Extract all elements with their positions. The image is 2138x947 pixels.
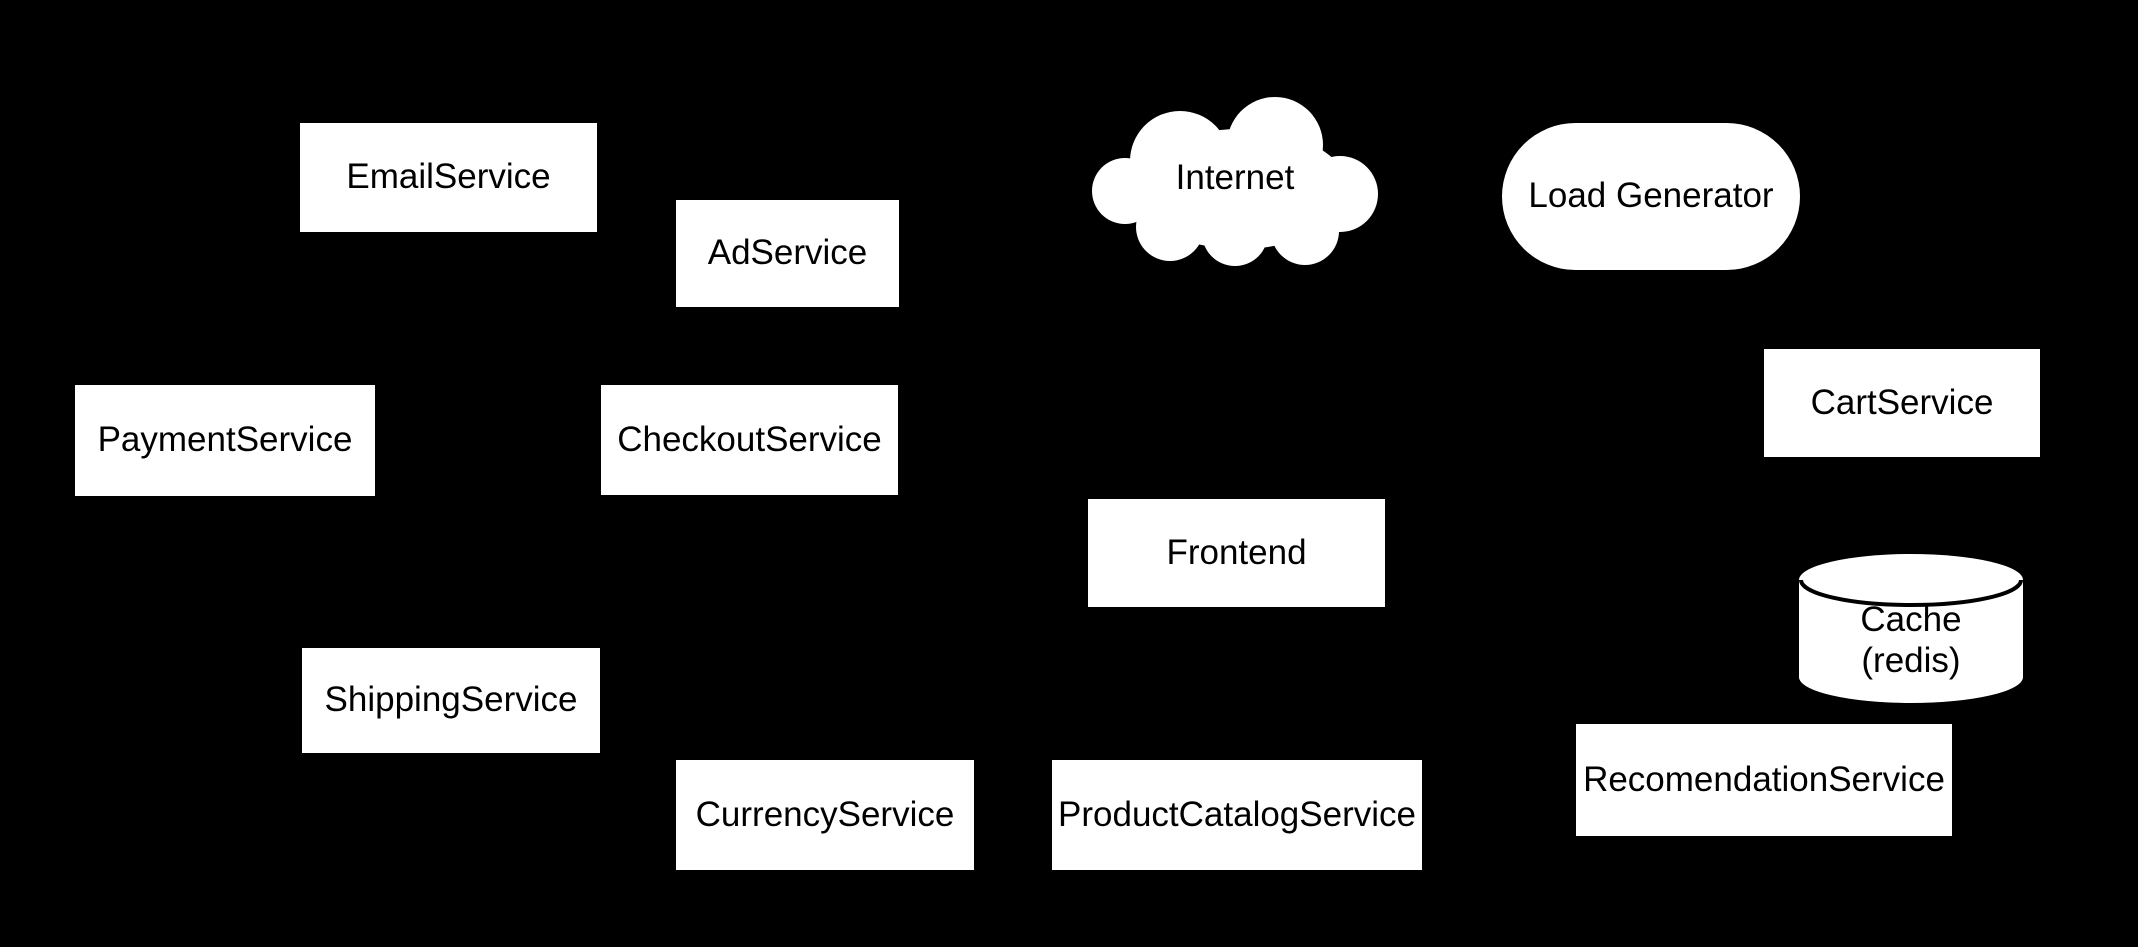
- node-productcatalogservice: ProductCatalogService: [1052, 760, 1422, 870]
- node-label: PaymentService: [97, 420, 353, 460]
- node-internet: Internet: [1090, 89, 1380, 267]
- node-label: Internet: [1175, 157, 1295, 197]
- node-label: CheckoutService: [617, 419, 882, 459]
- node-label: CurrencyService: [695, 794, 955, 834]
- node-label: ShippingService: [324, 680, 578, 720]
- node-checkoutservice: CheckoutService: [601, 385, 898, 495]
- node-emailservice: EmailService: [300, 123, 597, 232]
- node-cache-redis: Cache (redis): [1799, 554, 2023, 703]
- cache-label-line2: (redis): [1861, 640, 1961, 680]
- node-currencyservice: CurrencyService: [676, 760, 974, 870]
- node-label: Cache (redis): [1860, 599, 1961, 681]
- node-label: RecomendationService: [1583, 759, 1945, 799]
- cache-label-line1: Cache: [1860, 599, 1962, 639]
- node-cartservice: CartService: [1764, 349, 2040, 457]
- node-paymentservice: PaymentService: [75, 385, 375, 496]
- node-label: CartService: [1810, 382, 1994, 422]
- node-label: Load Generator: [1528, 176, 1774, 216]
- node-label: Frontend: [1166, 532, 1307, 572]
- node-shippingservice: ShippingService: [302, 648, 600, 753]
- cloud-icon: [1092, 97, 1378, 266]
- node-load-generator: Load Generator: [1502, 123, 1800, 270]
- node-label: AdService: [707, 233, 868, 273]
- node-label: EmailService: [346, 157, 551, 197]
- node-label: ProductCatalogService: [1058, 794, 1416, 834]
- node-adservice: AdService: [676, 200, 899, 307]
- node-recomendationservice: RecomendationService: [1576, 724, 1952, 836]
- node-frontend: Frontend: [1088, 499, 1385, 607]
- database-cylinder-icon: [1799, 554, 2023, 703]
